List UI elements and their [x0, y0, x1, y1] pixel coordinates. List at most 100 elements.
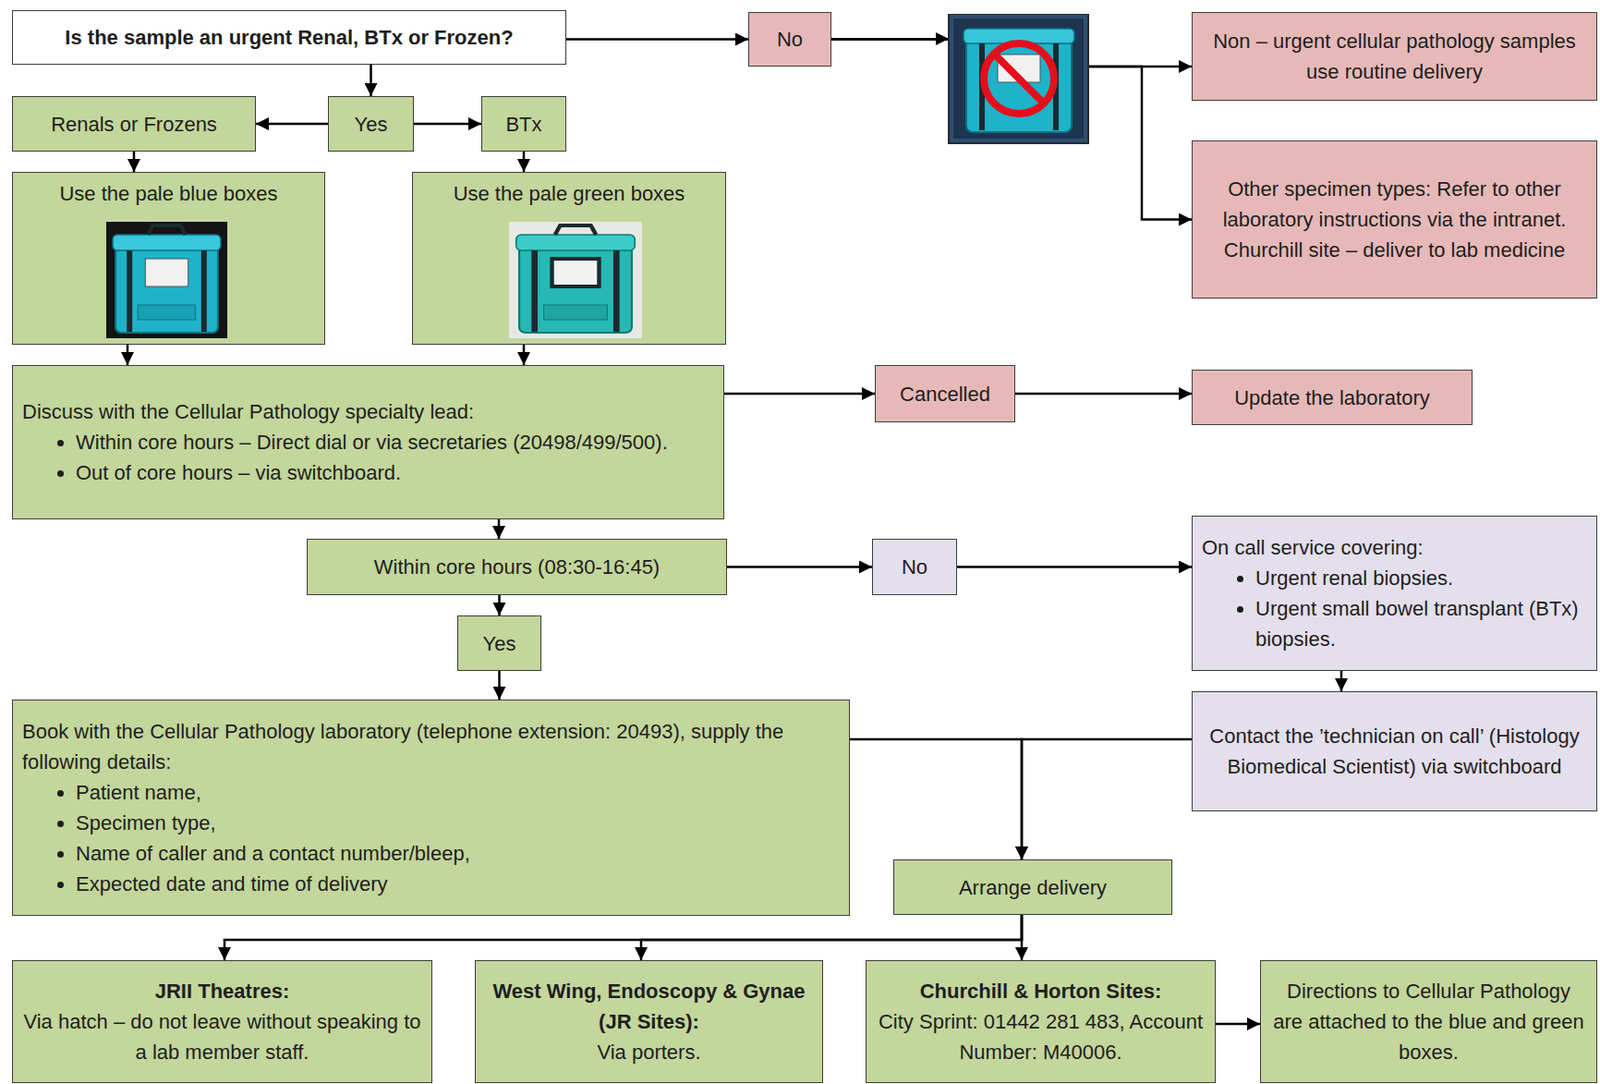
box-text: Book with the Cellular Pathology laborat…: [22, 715, 840, 777]
cool-box-body: [519, 243, 632, 333]
instruction-box: Use the pale blue boxes: [12, 171, 326, 345]
flow-arrow: [1340, 670, 1344, 691]
cool-box-handle: [555, 225, 596, 235]
status-box: Cancelled: [874, 364, 1016, 423]
bullet-item: Patient name,: [75, 776, 840, 808]
answer-box: No: [748, 12, 832, 67]
box-text: Within core hours (08:30-16:45): [374, 551, 660, 582]
flow-arrow: [1020, 914, 1024, 960]
bullet-list: Patient name,Specimen type,Name of calle…: [22, 776, 840, 899]
flow-arrow: [126, 344, 130, 365]
cool-box-lid: [516, 234, 635, 251]
flow-arrow: [497, 594, 501, 616]
bullet-item: Urgent small bowel transplant (BTx) biop…: [1255, 593, 1588, 655]
flow-arrow: [369, 64, 373, 97]
cool-box-label: [145, 258, 188, 287]
green-box-photo: [509, 221, 643, 339]
flow-arrow: [724, 392, 875, 396]
bullet-item: Name of caller and a contact number/blee…: [75, 837, 840, 869]
process-box: Book with the Cellular Pathology laborat…: [12, 699, 850, 916]
answer-box: No: [872, 538, 958, 595]
box-text: Other specimen types: Refer to other lab…: [1201, 173, 1588, 266]
bullet-list: Within core hours – Direct dial or via s…: [22, 426, 715, 488]
box-text: Yes: [354, 109, 388, 140]
process-box: Contact the ’technician on call’ (Histol…: [1191, 690, 1598, 812]
flow-arrow: [1021, 739, 1192, 860]
cool-box-strap: [613, 250, 620, 332]
bullet-item: Urgent renal biopsies.: [1255, 562, 1588, 594]
delivery-box: JRII Theatres:Via hatch – do not leave w…: [12, 959, 433, 1083]
bullet-item: Specimen type,: [75, 807, 840, 838]
decision-box: Within core hours (08:30-16:45): [306, 538, 728, 595]
prohibition-slash: [993, 53, 1044, 104]
flow-arrow: [497, 519, 501, 539]
picture-ground: [953, 18, 1084, 139]
box-text: Renals or Frozens: [50, 109, 218, 140]
cool-box-pocket: [137, 304, 195, 320]
box-body-text: Via porters.: [596, 1036, 701, 1067]
flow-arrow: [224, 914, 1022, 960]
blue-box-photo: [106, 221, 228, 339]
note-box: Directions to Cellular Pathology are att…: [1260, 959, 1598, 1083]
box-text: West Wing, Endoscopy & Gynae (JR Sites):: [484, 975, 813, 1037]
delivery-box: West Wing, Endoscopy & Gynae (JR Sites):…: [474, 959, 824, 1083]
box-body-text: City Sprint: 01442 281 483, Account Numb…: [875, 1006, 1206, 1067]
flow-arrow: [255, 122, 328, 126]
flow-arrow: [1015, 392, 1192, 396]
info-box: On call service covering:Urgent renal bi…: [1191, 515, 1598, 671]
flow-arrow: [957, 565, 1192, 569]
cool-box-strap: [531, 250, 538, 332]
flow-arrow: [727, 565, 873, 569]
box-text: Directions to Cellular Pathology are att…: [1270, 975, 1588, 1067]
photo-ground: [509, 221, 643, 339]
instruction-box: Use the pale green boxes: [412, 171, 727, 345]
cool-box-strap: [201, 250, 207, 332]
flow-arrow: [641, 914, 1022, 960]
box-text: Is the sample an urgent Renal, BTx or Fr…: [64, 22, 513, 53]
box-text: Non – urgent cellular pathology samples …: [1201, 25, 1588, 87]
cool-box-lid: [112, 234, 221, 251]
cool-box-body: [966, 36, 1072, 133]
process-box: Discuss with the Cellular Pathology spec…: [12, 364, 725, 520]
cool-box-label-frame: [549, 256, 601, 289]
arrowhead: [935, 32, 949, 46]
box-text: Churchill & Horton Sites:: [920, 975, 1163, 1007]
box-text: Contact the ’technician on call’ (Histol…: [1201, 720, 1588, 782]
cool-box-strap: [126, 250, 133, 332]
decision-box: Is the sample an urgent Renal, BTx or Fr…: [12, 10, 567, 65]
process-box: Update the laboratory: [1191, 369, 1473, 425]
cool-box-label: [554, 260, 598, 285]
box-text: JRII Theatres:: [155, 975, 291, 1007]
flow-arrow: [1215, 1022, 1261, 1026]
bullet-item: Out of core hours – via switchboard.: [75, 457, 715, 488]
box-text: No: [776, 24, 803, 55]
cool-box-pocket: [544, 304, 608, 320]
answer-box: Yes: [457, 615, 542, 671]
box-text: BTx: [505, 109, 542, 140]
box-text: Arrange delivery: [958, 872, 1107, 903]
box-text: No: [901, 551, 928, 582]
box-text: Yes: [483, 628, 517, 659]
bullet-list: Urgent renal biopsies.Urgent small bowel…: [1201, 562, 1588, 655]
bullet-item: Within core hours – Direct dial or via s…: [75, 426, 715, 458]
flow-arrow: [566, 37, 749, 41]
box-text: Use the pale green boxes: [453, 178, 686, 209]
bullet-item: Expected date and time of delivery: [75, 868, 840, 899]
flow-arrow: [522, 151, 526, 172]
prohibition-circle: [983, 43, 1055, 114]
picture-frame: [948, 13, 1089, 144]
box-text: On call service covering:: [1201, 532, 1588, 563]
flow-arrow: [413, 122, 482, 126]
category-box: BTx: [481, 96, 567, 152]
no-cool-box-picture: [933, 13, 1091, 146]
answer-box: Yes: [327, 96, 414, 152]
flow-arrow: [497, 670, 501, 700]
cool-box-handle: [147, 225, 185, 235]
delivery-box: Churchill & Horton Sites:City Sprint: 01…: [865, 959, 1216, 1083]
box-text: Use the pale blue boxes: [59, 178, 278, 209]
process-box: Arrange delivery: [893, 859, 1173, 915]
category-box: Renals or Frozens: [12, 96, 256, 152]
cool-box-body: [115, 243, 219, 333]
